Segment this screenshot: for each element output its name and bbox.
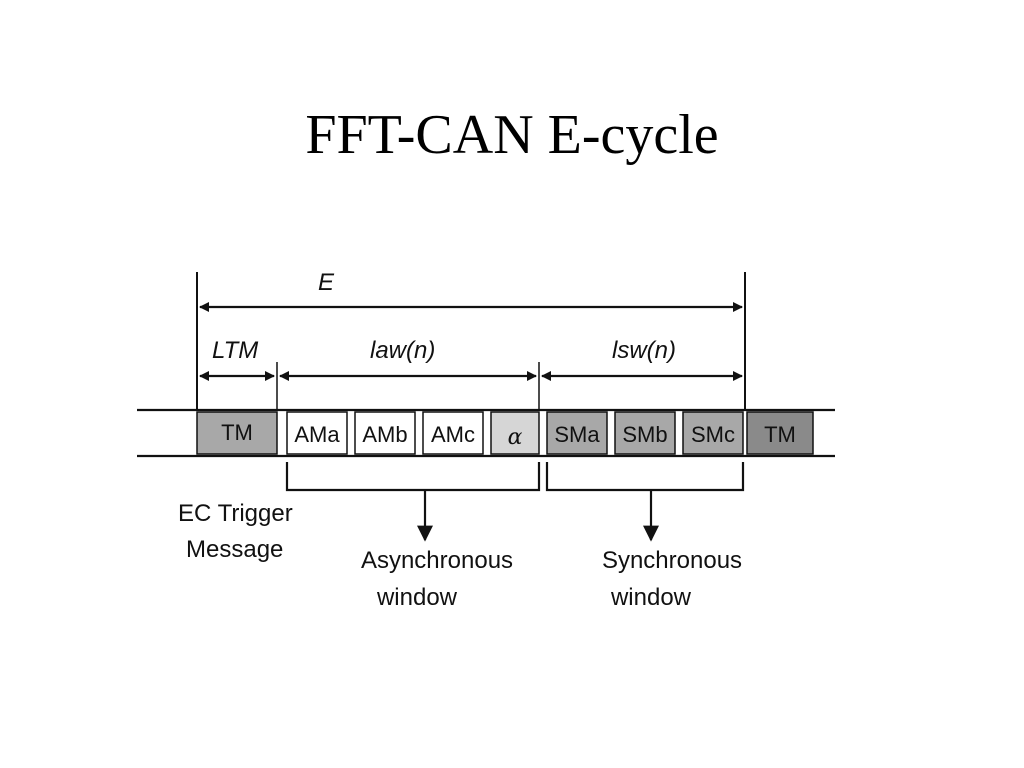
label-lsw: lsw(n) <box>612 337 676 364</box>
message-cells: TM AMa AMb AMc α SMa SMb SMc <box>196 411 814 455</box>
cell-tm-start: TM <box>196 411 278 455</box>
cell-tm-start-box <box>196 411 278 455</box>
label-ltm: LTM <box>212 337 258 364</box>
note-sync-line1: Synchronous <box>602 547 742 574</box>
cell-ama-box <box>286 411 348 455</box>
cell-sma-label: SMa <box>554 422 600 447</box>
page-title: FFT-CAN E-cycle <box>305 104 719 166</box>
cell-smc-box <box>682 411 744 455</box>
cell-tm-start-label: TM <box>221 420 253 445</box>
cell-smb-box <box>614 411 676 455</box>
cell-amb-box <box>354 411 416 455</box>
cell-amc-box <box>422 411 484 455</box>
note-async-line1: Asynchronous <box>361 547 513 574</box>
cell-smb: SMb <box>614 411 676 455</box>
cell-amb-label: AMb <box>362 422 407 447</box>
note-async-line2: window <box>376 584 458 611</box>
label-e: E <box>318 269 335 296</box>
note-trigger-line2: Message <box>186 536 283 563</box>
label-law: law(n) <box>370 337 435 364</box>
note-sync-line2: window <box>610 584 692 611</box>
bracket-async <box>285 462 541 492</box>
cell-sma: SMa <box>546 411 608 455</box>
cell-smb-label: SMb <box>622 422 667 447</box>
cell-alpha-box <box>490 411 540 455</box>
cell-sma-box <box>546 411 608 455</box>
cell-smc: SMc <box>682 411 744 455</box>
cell-ama: AMa <box>286 411 348 455</box>
cell-tm-end-box <box>746 411 814 455</box>
bracket-sync <box>545 462 745 492</box>
cell-smc-label: SMc <box>691 422 735 447</box>
cell-amc: AMc <box>422 411 484 455</box>
cell-alpha: α <box>490 411 540 455</box>
cell-ama-label: AMa <box>294 422 340 447</box>
cell-amc-label: AMc <box>431 422 475 447</box>
cell-amb: AMb <box>354 411 416 455</box>
note-trigger-line1: EC Trigger <box>178 500 293 527</box>
cell-tm-end-label: TM <box>764 422 796 447</box>
cell-alpha-label: α <box>508 425 523 450</box>
cell-tm-end: TM <box>746 411 814 455</box>
